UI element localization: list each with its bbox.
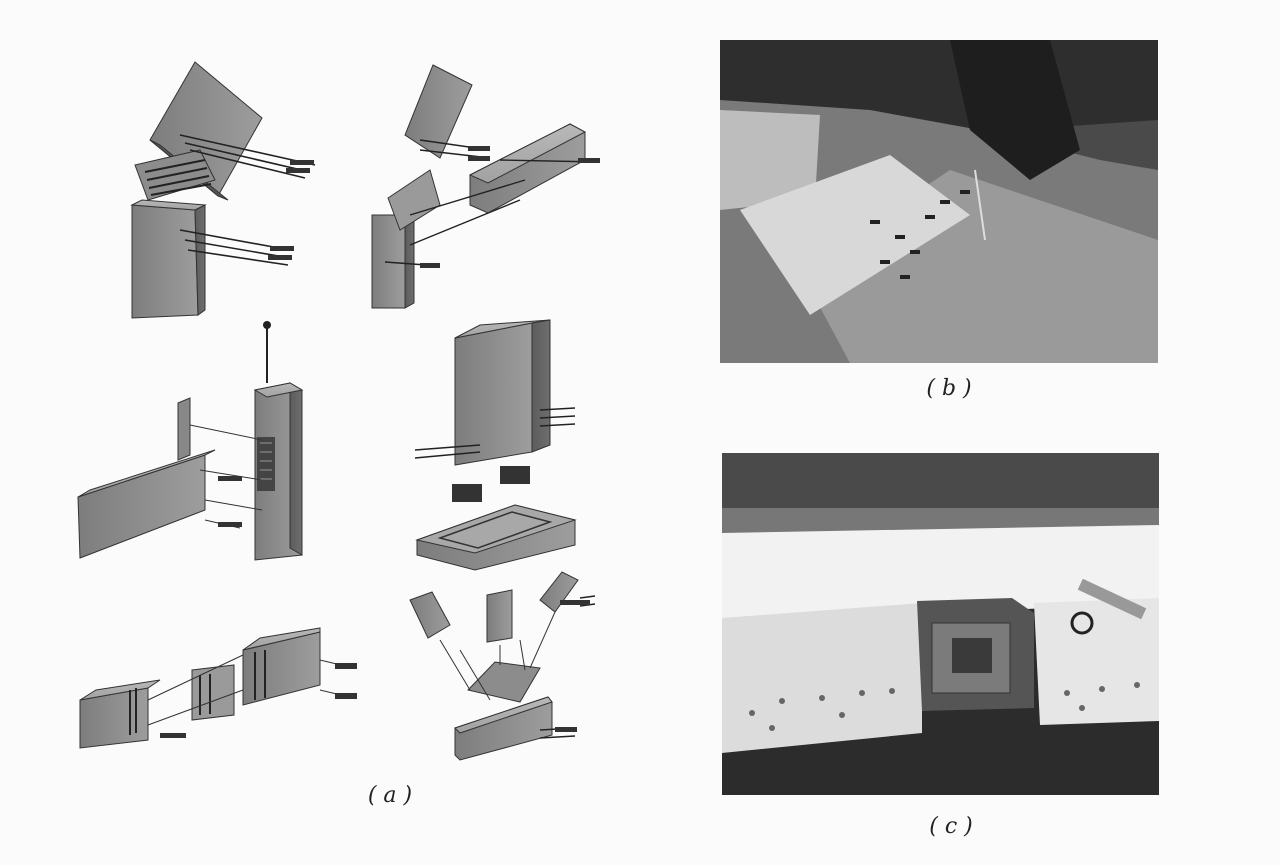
drawing-brace-joint: [371, 64, 601, 309]
drawing-beam-column-joint: [77, 321, 304, 561]
caption-panel-c: ( c ): [929, 814, 973, 839]
drawing-knee-joint: [130, 61, 316, 319]
drawing-multi-member-node: [409, 571, 596, 761]
drawing-column-base: [414, 319, 577, 571]
caption-panel-b: ( b ): [926, 376, 972, 401]
photo-steel-plate-installation: [720, 40, 1158, 363]
panel-a-connection-drawings: [77, 61, 601, 761]
photo-glulam-connection: [722, 453, 1159, 795]
caption-panel-a: ( a ): [367, 783, 413, 808]
drawing-beam-splice: [79, 627, 357, 749]
